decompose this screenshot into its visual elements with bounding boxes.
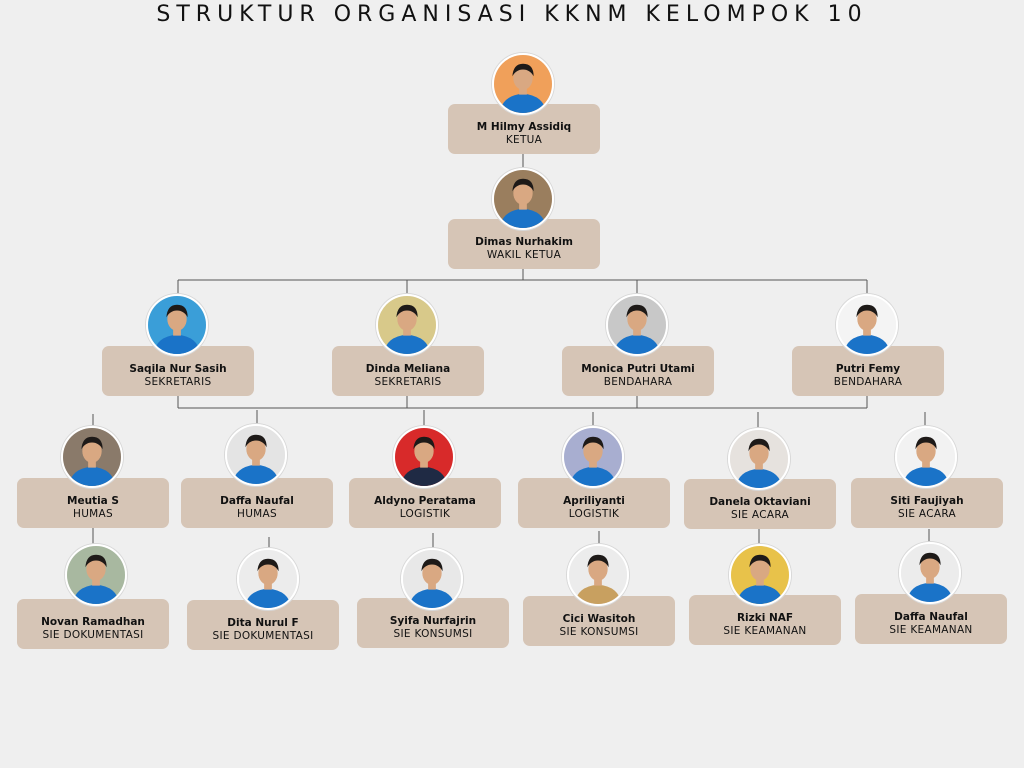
member-photo [729,544,791,606]
portrait-graphic [63,428,121,486]
member-name: Apriliyanti [563,495,625,507]
portrait-graphic [901,544,959,602]
member-photo [562,426,624,488]
member-role: SEKRETARIS [374,376,442,388]
member-photo [65,544,127,606]
portrait-graphic [239,550,297,608]
portrait-graphic [378,296,436,354]
portrait-graphic [395,428,453,486]
member-name: Siti Faujiyah [890,495,964,507]
member-name: Syifa Nurfajrin [389,615,477,627]
member-photo [393,426,455,488]
member-role: SIE KONSUMSI [393,628,473,640]
portrait-graphic [148,296,206,354]
member-role: SIE ACARA [898,508,956,520]
member-role: SIE KEAMANAN [889,624,973,636]
member-role: SIE KONSUMSI [559,626,639,638]
member-photo [899,542,961,604]
member-name: Dinda Meliana [365,363,451,375]
member-role: LOGISTIK [568,508,620,520]
member-role: SIE ACARA [731,509,789,521]
member-photo [225,424,287,486]
member-name: Daffa Naufal [894,611,968,623]
member-photo [61,426,123,488]
member-role: BENDAHARA [833,376,903,388]
member-name: Putri Femy [835,363,901,375]
member-role: SEKRETARIS [144,376,212,388]
member-role: SIE DOKUMENTASI [212,630,314,642]
member-photo [836,294,898,356]
portrait-graphic [608,296,666,354]
portrait-graphic [67,546,125,604]
member-photo [567,544,629,606]
member-photo [376,294,438,356]
member-name: Danela Oktaviani [709,496,811,508]
member-photo [606,294,668,356]
portrait-graphic [731,546,789,604]
member-photo [492,168,554,230]
member-name: Rizki NAF [736,612,794,624]
portrait-graphic [569,546,627,604]
portrait-graphic [564,428,622,486]
member-photo [492,53,554,115]
member-role: HUMAS [237,508,277,520]
member-name: Monica Putri Utami [581,363,695,375]
member-name: Novan Ramadhan [41,616,145,628]
member-photo [401,548,463,610]
portrait-graphic [730,430,788,488]
member-name: M Hilmy Assidiq [476,121,572,133]
member-role: LOGISTIK [399,508,451,520]
member-photo [237,548,299,610]
member-role: BENDAHARA [603,376,673,388]
member-photo [895,426,957,488]
member-name: Saqila Nur Sasih [129,363,227,375]
member-name: Daffa Naufal [220,495,294,507]
member-name: Dita Nurul F [227,617,299,629]
member-role: SIE KEAMANAN [723,625,807,637]
portrait-graphic [897,428,955,486]
portrait-graphic [494,55,552,113]
portrait-graphic [227,426,285,484]
portrait-graphic [838,296,896,354]
member-name: Dimas Nurhakim [475,236,573,248]
member-name: Meutia S [67,495,119,507]
member-role: WAKIL KETUA [486,249,562,261]
member-role: KETUA [505,134,543,146]
portrait-graphic [494,170,552,228]
member-photo [146,294,208,356]
page-title: STRUKTUR ORGANISASI KKNM KELOMPOK 10 [156,2,868,27]
member-name: Cici Wasitoh [562,613,636,625]
member-name: Aldyno Peratama [374,495,476,507]
portrait-graphic [403,550,461,608]
member-photo [728,428,790,490]
member-role: SIE DOKUMENTASI [42,629,144,641]
member-role: HUMAS [73,508,113,520]
